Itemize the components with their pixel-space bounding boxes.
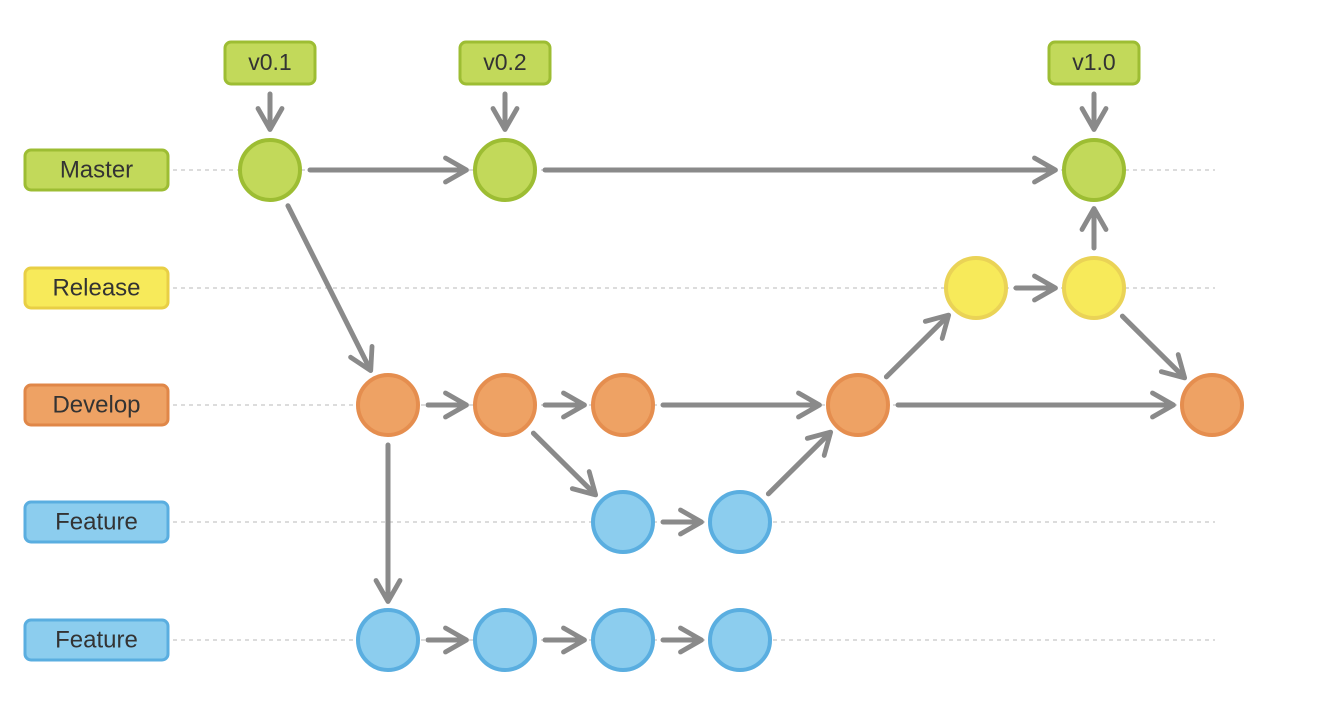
- commit-edges: [285, 155, 1188, 655]
- version-tags: v0.1 v0.2 v1.0: [223, 40, 1141, 132]
- commit-node-fb1: [356, 608, 420, 672]
- commit-node-d5: [1180, 373, 1244, 437]
- commit-node-d3: [591, 373, 655, 437]
- edge-fa2-d4: [765, 429, 834, 497]
- edge-d4-r1: [883, 312, 952, 380]
- version-tag-label: v0.2: [483, 49, 526, 75]
- commit-node-fb4: [708, 608, 772, 672]
- commit-node-fb2: [473, 608, 537, 672]
- commits: [238, 138, 1244, 672]
- commit-node-fb3: [591, 608, 655, 672]
- version-tag: v0.2: [458, 40, 552, 86]
- commit-node-d2: [473, 373, 537, 437]
- commit-node-d1: [356, 373, 420, 437]
- lane-label-text: Develop: [52, 391, 140, 418]
- lane-label-feature1: Feature: [23, 500, 170, 544]
- commit-node-d4: [826, 373, 890, 437]
- commit-node-fa1: [591, 490, 655, 554]
- commit-node-fa2: [708, 490, 772, 554]
- edge-d2-fa1: [530, 430, 599, 498]
- lane-label-text: Master: [60, 156, 133, 183]
- commit-node-r1: [944, 256, 1008, 320]
- version-tag: v0.1: [223, 40, 317, 86]
- lane-label-master: Master: [23, 148, 170, 192]
- commit-node-r2: [1062, 256, 1126, 320]
- lane-label-text: Release: [52, 274, 140, 301]
- commit-node-m2: [473, 138, 537, 202]
- lane-label-release: Release: [23, 266, 170, 310]
- lane-label-text: Feature: [55, 508, 138, 535]
- edge-r2-d5: [1119, 313, 1188, 381]
- lane-label-text: Feature: [55, 626, 138, 653]
- edge-m1-d1: [285, 203, 375, 373]
- commit-node-m3: [1062, 138, 1126, 202]
- lane-label-develop: Develop: [23, 383, 170, 427]
- version-tag-label: v1.0: [1072, 49, 1115, 75]
- lane-label-feature2: Feature: [23, 618, 170, 662]
- version-tag: v1.0: [1047, 40, 1141, 86]
- version-tag-label: v0.1: [248, 49, 291, 75]
- commit-node-m1: [238, 138, 302, 202]
